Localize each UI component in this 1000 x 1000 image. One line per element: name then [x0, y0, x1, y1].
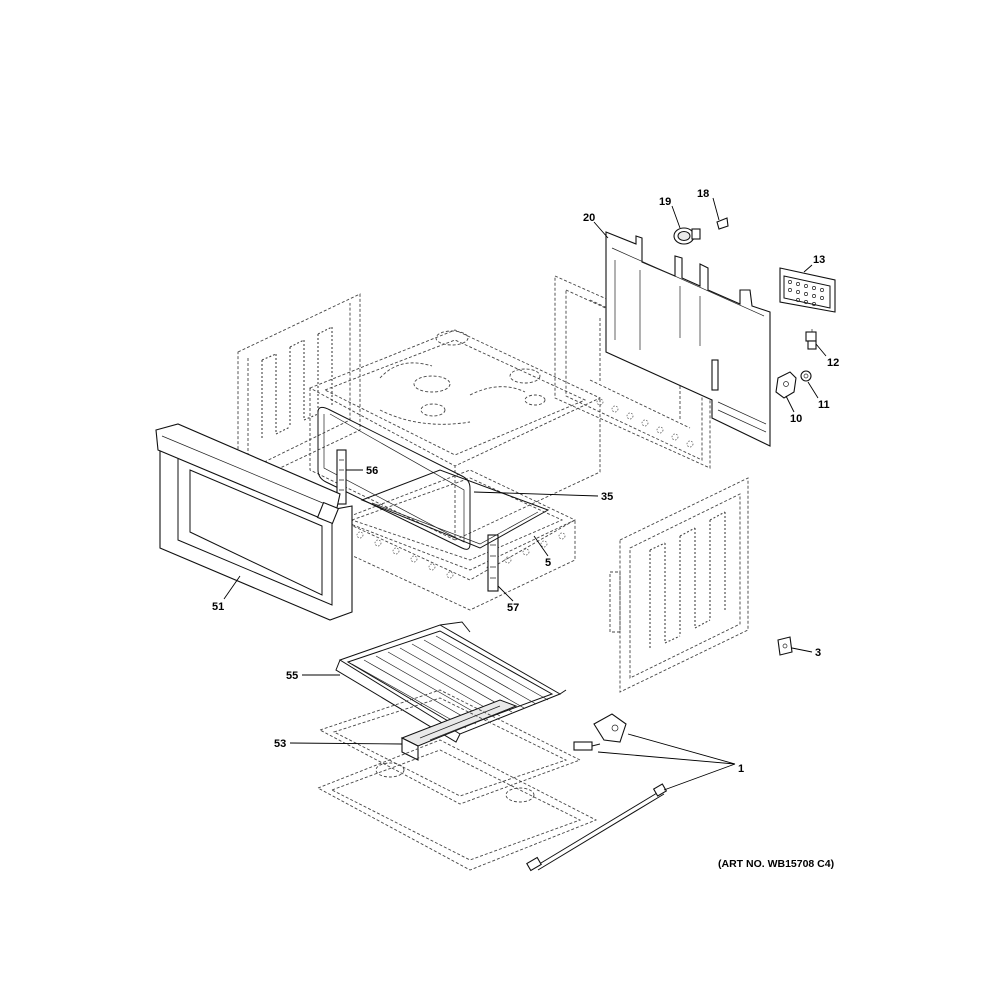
callout-3: 3	[815, 647, 821, 659]
part-10-bracket	[775, 371, 797, 399]
callout-53: 53	[274, 738, 286, 750]
right-side-panel	[609, 477, 749, 693]
callout-51: 51	[212, 601, 224, 613]
bottom-panels	[316, 689, 598, 871]
back-cover	[605, 231, 771, 447]
callout-19: 19	[659, 196, 671, 208]
callout-11: 11	[818, 399, 830, 411]
rack-support-57	[487, 534, 499, 592]
callout-10: 10	[790, 413, 802, 425]
oven-rack	[335, 621, 567, 743]
callout-55: 55	[286, 670, 298, 682]
part-11-nut	[800, 370, 812, 382]
art-number: (ART NO. WB15708 C4)	[718, 858, 834, 870]
cavity-holes	[356, 531, 566, 579]
heating-element	[360, 469, 550, 549]
part-1-sensor	[526, 713, 668, 872]
callout-56: 56	[366, 465, 378, 477]
part-13-vent-plate	[779, 267, 836, 313]
part-19-knob	[673, 227, 701, 245]
callout-12: 12	[827, 357, 839, 369]
part-3-bracket	[777, 636, 793, 656]
callout-57: 57	[507, 602, 519, 614]
part-12-connector	[805, 329, 817, 350]
leader-lines	[223, 197, 827, 791]
oven-cavity	[308, 329, 602, 611]
callout-labels: 18 19 20 13 12 11 10 56 35 5 57 51 3 55 …	[212, 188, 839, 775]
callout-13: 13	[813, 254, 825, 266]
callout-5: 5	[545, 557, 551, 569]
rack-support-56	[336, 449, 347, 505]
part-53-rack-slide	[400, 699, 518, 761]
callout-18: 18	[697, 188, 709, 200]
vent-holes	[788, 280, 824, 306]
oven-door	[155, 423, 353, 621]
callout-35: 35	[601, 491, 613, 503]
callout-20: 20	[583, 212, 595, 224]
left-side-panel	[237, 293, 361, 489]
callout-1: 1	[738, 763, 744, 775]
part-18-clip	[716, 217, 729, 230]
